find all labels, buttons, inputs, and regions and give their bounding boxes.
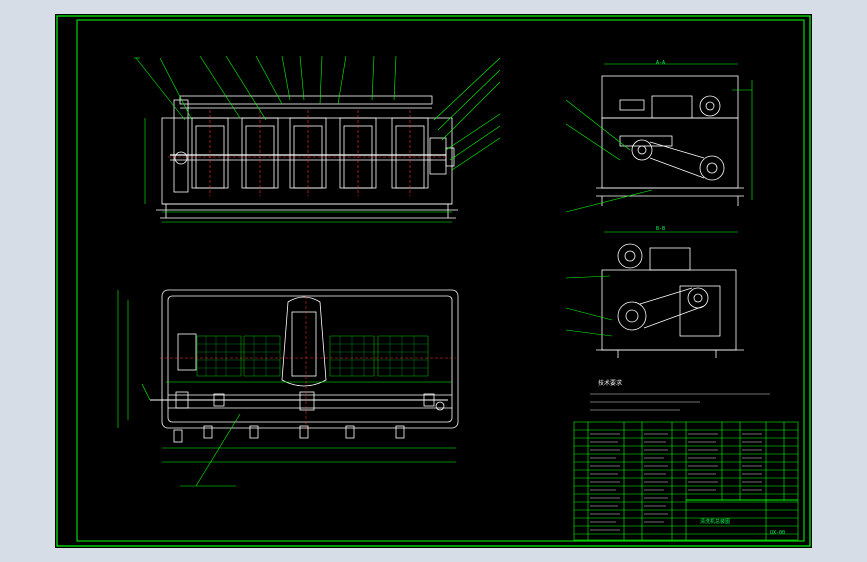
drawing-sheet (55, 14, 812, 548)
side-view-a-leaders (565, 63, 753, 213)
titleblock-name: 清洗机总装图 (700, 519, 731, 525)
top-view-centerlines (160, 296, 456, 430)
parts-list (573, 421, 799, 541)
top-view-dims (117, 290, 456, 487)
top-view (161, 289, 459, 429)
side-view-a-title: A-A (656, 60, 666, 66)
mesh-hatch (197, 336, 428, 376)
outer-border (56, 15, 811, 547)
notes-title: 技术要求 (598, 380, 623, 387)
side-view-a (596, 75, 744, 206)
parts-list-entries (590, 433, 762, 531)
side-view-b (596, 243, 744, 358)
side-view-b-leaders (565, 231, 738, 337)
titleblock-code: QX-00 (770, 530, 786, 536)
front-centerlines (168, 110, 448, 196)
front-leaders (134, 55, 501, 223)
inner-border (76, 19, 805, 542)
side-view-b-title: B-B (656, 226, 666, 232)
top-view-shaft (150, 391, 448, 443)
tech-notes-strokes (590, 393, 770, 411)
